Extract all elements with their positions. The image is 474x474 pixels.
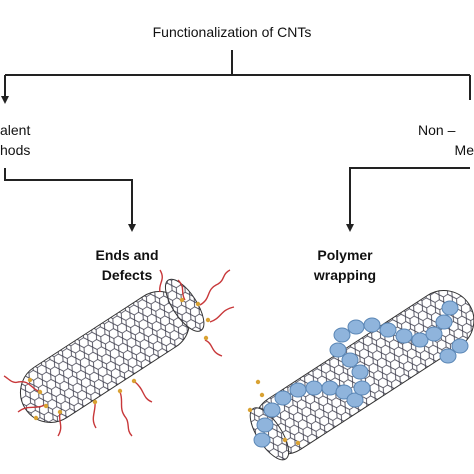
- covalent-methods-label: alent hods: [0, 120, 30, 161]
- connector-right-to-polymer: [346, 167, 470, 232]
- diagram-title: Functionalization of CNTs: [152, 24, 312, 40]
- covalent-label-line1: alent: [0, 122, 31, 138]
- defect-dots: [27, 297, 211, 421]
- polymer-wrapping-line2: wrapping: [313, 267, 377, 284]
- polymer-wrapping-label: Polymer wrapping: [290, 245, 400, 286]
- ends-defects-line2: Defects: [101, 267, 153, 284]
- cnt-covalent-illustration: [19, 278, 205, 423]
- noncovalent-label-line2: Me: [454, 142, 474, 159]
- end-dots-right-tube: [247, 379, 301, 446]
- tree-connectors: [1, 50, 471, 232]
- polymer-wrapping-line1: Polymer: [317, 247, 373, 263]
- connector-left-to-ends: [4, 168, 136, 232]
- functional-chains: [3, 269, 235, 437]
- ends-defects-line1: Ends and: [95, 247, 159, 263]
- noncovalent-methods-label: Non – Me: [374, 120, 474, 161]
- polymer-beads: [253, 300, 469, 448]
- noncovalent-label-line1: Non –: [418, 122, 456, 138]
- ends-defects-label: Ends and Defects: [72, 245, 182, 286]
- covalent-label-line2: hods: [0, 142, 31, 159]
